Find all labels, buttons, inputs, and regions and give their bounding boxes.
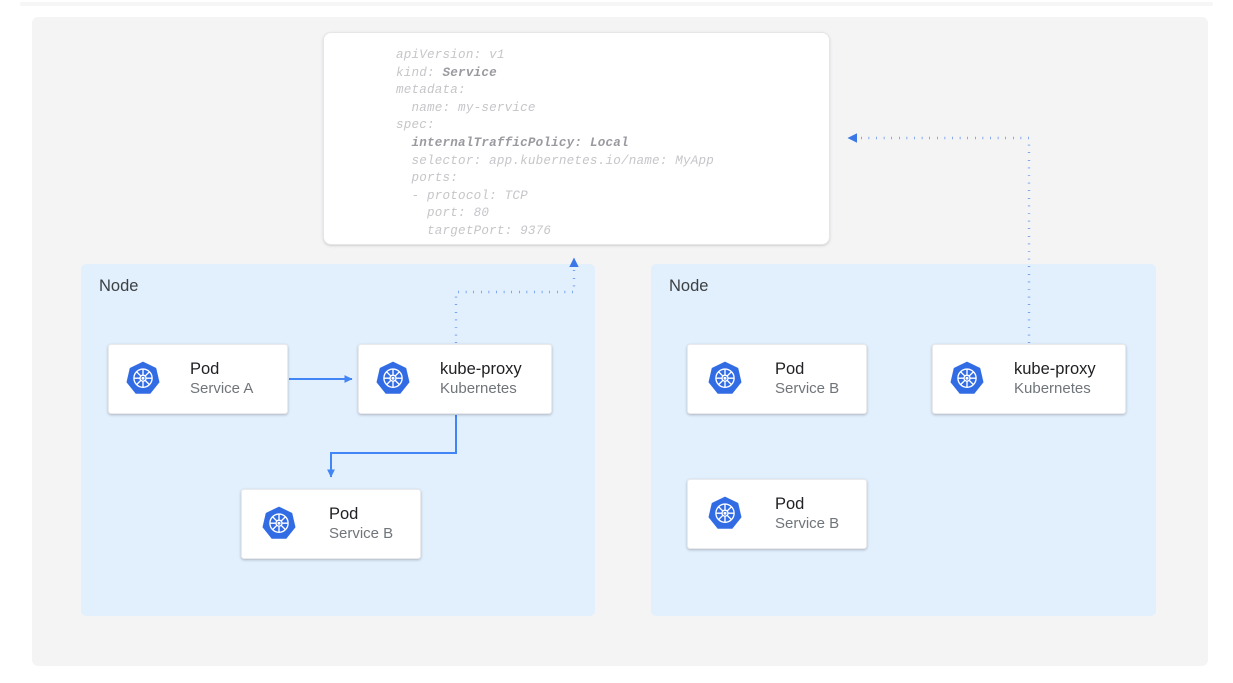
- yaml-line-9: port: 80: [396, 206, 490, 221]
- node-panel-left: Node: [81, 264, 595, 616]
- card-title: kube-proxy: [440, 360, 522, 378]
- yaml-line-0: apiVersion: v1: [396, 48, 505, 62]
- card-title: Pod: [775, 495, 805, 513]
- kubernetes-icon: [259, 504, 299, 544]
- yaml-line-1: kind: Service: [396, 65, 497, 80]
- card-pod-service-b-left[interactable]: Pod Service B: [241, 489, 421, 559]
- yaml-line-3: name: my-service: [396, 100, 536, 115]
- kubernetes-icon: [123, 359, 163, 399]
- service-yaml-text: apiVersion: v1 kind: Service metadata: nam…: [396, 47, 714, 241]
- yaml-line-6: selector: app.kubernetes.io/name: MyApp: [396, 153, 715, 168]
- yaml-line-2: metadata:: [396, 83, 466, 98]
- yaml-line-7: ports:: [396, 171, 459, 186]
- card-title: Pod: [190, 360, 220, 378]
- card-pod-service-b-right-2[interactable]: Pod Service B: [687, 479, 867, 549]
- card-kube-proxy-left[interactable]: kube-proxy Kubernetes: [358, 344, 552, 414]
- node-label: Node: [669, 277, 709, 295]
- yaml-line-4: spec:: [396, 118, 435, 133]
- kubernetes-icon: [705, 359, 745, 399]
- kubernetes-icon: [373, 359, 413, 399]
- card-subtitle: Service B: [329, 525, 394, 542]
- card-subtitle: Service B: [775, 380, 840, 397]
- yaml-line-8: - protocol: TCP: [396, 188, 528, 203]
- card-kube-proxy-right[interactable]: kube-proxy Kubernetes: [932, 344, 1126, 414]
- card-subtitle: Kubernetes: [1014, 380, 1091, 397]
- card-title: Pod: [775, 360, 805, 378]
- node-label: Node: [99, 277, 139, 295]
- card-pod-service-b-right-1[interactable]: Pod Service B: [687, 344, 867, 414]
- card-title: Pod: [329, 505, 359, 523]
- kubernetes-icon: [705, 494, 745, 534]
- node-panel-right: Node: [651, 264, 1156, 616]
- card-subtitle: Service A: [190, 380, 254, 397]
- yaml-line-5: internalTrafficPolicy: Local: [411, 135, 629, 150]
- card-title: kube-proxy: [1014, 360, 1096, 378]
- yaml-line-10: targetPort: 9376: [396, 223, 552, 238]
- card-subtitle: Kubernetes: [440, 380, 517, 397]
- service-yaml-card: apiVersion: v1 kind: Service metadata: nam…: [323, 32, 830, 245]
- kubernetes-icon: [947, 359, 987, 399]
- top-divider-strip: [20, 2, 1213, 6]
- card-pod-service-a[interactable]: Pod Service A: [108, 344, 288, 414]
- card-subtitle: Service B: [775, 515, 840, 532]
